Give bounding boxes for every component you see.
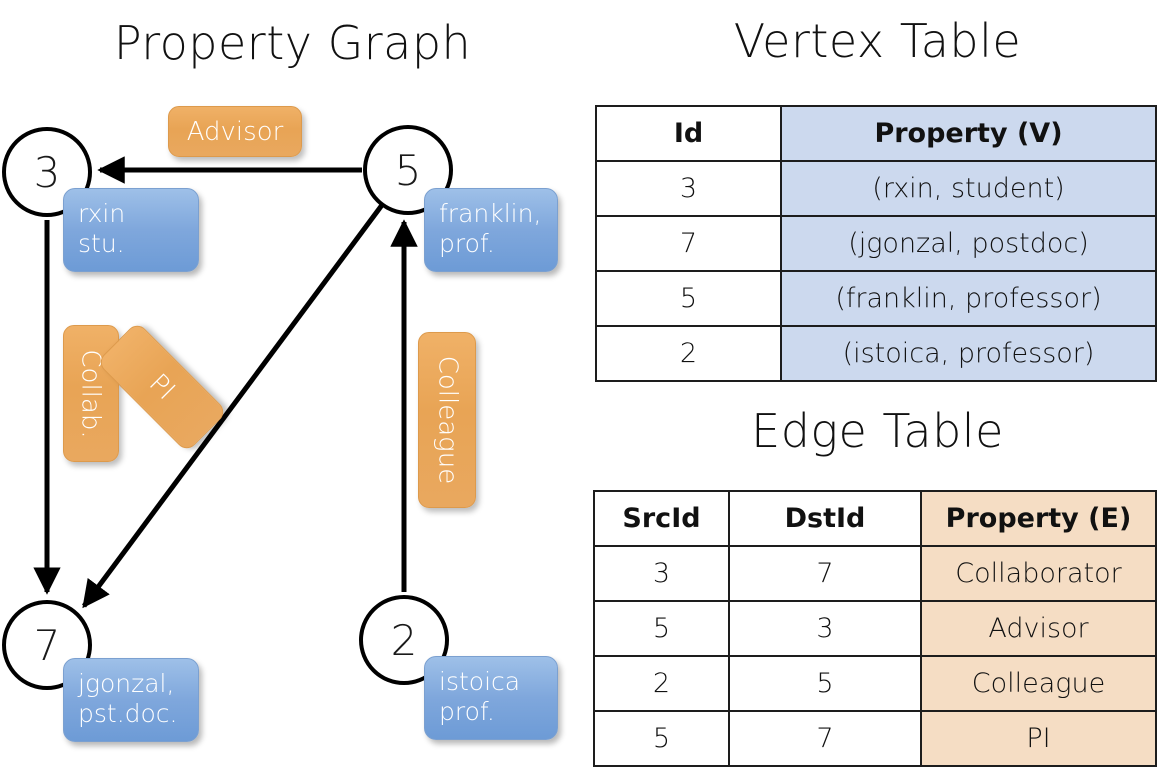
edge-cell-srcid: 3	[593, 545, 730, 602]
property-graph-panel: Property Graph 3 5 7 2 rxin stu. frankli…	[0, 0, 585, 760]
page-title-property-graph: Property Graph	[113, 16, 472, 70]
graph-node-2-label: 2	[390, 615, 418, 665]
table-row[interactable]: 7 (jgonzal, postdoc)	[595, 215, 1157, 272]
table-row[interactable]: 2 (istoica, professor)	[595, 325, 1157, 382]
node-property-line-1: istoica	[439, 667, 521, 696]
edge-cell-property: Colleague	[920, 655, 1157, 712]
edge-5-to-7	[81, 203, 385, 609]
graph-node-5[interactable]: 5	[363, 125, 453, 215]
edge-label-colleague: Colleague	[418, 332, 476, 508]
node-property-line-2: pst.doc.	[78, 698, 178, 728]
vertex-cell-property: (franklin, professor)	[780, 270, 1157, 327]
edge-cell-srcid: 2	[593, 655, 730, 712]
vertex-cell-id: 7	[595, 215, 782, 272]
edge-label-advisor: Advisor	[168, 106, 302, 157]
edge-table-header-srcid: SrcId	[593, 490, 730, 547]
edge-label-pi-text: PI	[143, 368, 181, 406]
vertex-table: Id Property (V) 3 (rxin, student) 7 (jgo…	[595, 105, 1157, 382]
edge-cell-srcid: 5	[593, 600, 730, 657]
node-property-box-istoica: istoica prof.	[424, 656, 558, 740]
page-title-vertex-table: Vertex Table	[733, 14, 1022, 68]
node-property-line-2: stu.	[78, 228, 125, 258]
edge-cell-dstid: 7	[728, 710, 922, 767]
table-row[interactable]: 5 3 Advisor	[593, 600, 1157, 657]
edge-cell-property: Collaborator	[920, 545, 1157, 602]
edge-table-header-row: SrcId DstId Property (E)	[593, 490, 1157, 547]
edge-table-header-property: Property (E)	[920, 490, 1157, 547]
graph-node-7-label: 7	[33, 620, 61, 670]
vertex-cell-property: (istoica, professor)	[780, 325, 1157, 382]
node-property-box-rxin: rxin stu.	[63, 188, 199, 272]
edge-table-header-dstid: DstId	[728, 490, 922, 547]
node-property-line-1: rxin	[78, 199, 126, 228]
vertex-cell-id: 2	[595, 325, 782, 382]
edge-cell-srcid: 5	[593, 710, 730, 767]
edge-cell-property: Advisor	[920, 600, 1157, 657]
edge-cell-dstid: 3	[728, 600, 922, 657]
vertex-table-header-id: Id	[595, 105, 782, 162]
edge-label-colleague-text: Colleague	[432, 355, 463, 485]
edge-label-collab: Collab.	[63, 325, 119, 462]
vertex-table-header-property: Property (V)	[780, 105, 1157, 162]
node-property-line-2: prof.	[439, 696, 495, 726]
node-property-line-1: jgonzal,	[78, 669, 175, 698]
vertex-cell-id: 3	[595, 160, 782, 217]
edge-cell-property: PI	[920, 710, 1157, 767]
vertex-cell-property: (rxin, student)	[780, 160, 1157, 217]
page-title-edge-table: Edge Table	[751, 404, 1004, 458]
edge-table: SrcId DstId Property (E) 3 7 Collaborato…	[593, 490, 1157, 767]
table-row[interactable]: 3 (rxin, student)	[595, 160, 1157, 217]
node-property-box-franklin: franklin, prof.	[424, 188, 558, 272]
edge-cell-dstid: 5	[728, 655, 922, 712]
table-row[interactable]: 5 7 PI	[593, 710, 1157, 767]
graph-node-2[interactable]: 2	[359, 595, 449, 685]
node-property-line-2: prof.	[439, 228, 495, 258]
edge-label-advisor-text: Advisor	[186, 116, 284, 147]
vertex-table-header-row: Id Property (V)	[595, 105, 1157, 162]
table-row[interactable]: 3 7 Collaborator	[593, 545, 1157, 602]
graph-node-3-label: 3	[33, 147, 61, 197]
graph-edges-svg	[33, 156, 418, 609]
node-property-line-1: franklin,	[439, 199, 542, 228]
vertex-cell-property: (jgonzal, postdoc)	[780, 215, 1157, 272]
table-row[interactable]: 2 5 Colleague	[593, 655, 1157, 712]
vertex-cell-id: 5	[595, 270, 782, 327]
edge-cell-dstid: 7	[728, 545, 922, 602]
graph-node-5-label: 5	[394, 145, 422, 195]
table-row[interactable]: 5 (franklin, professor)	[595, 270, 1157, 327]
node-property-box-jgonzal: jgonzal, pst.doc.	[63, 658, 199, 742]
